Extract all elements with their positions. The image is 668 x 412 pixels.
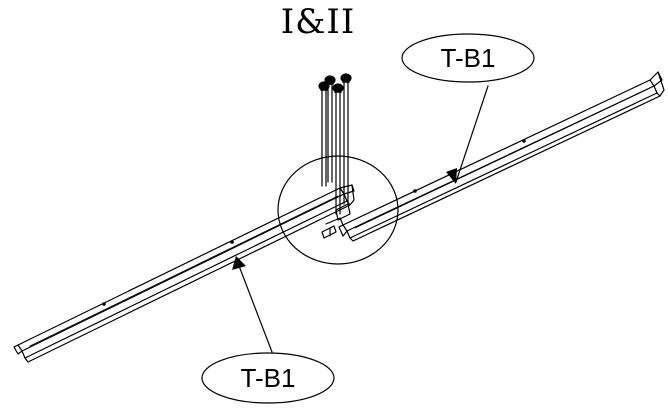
callout-bottom-label: T-B1 (241, 363, 296, 393)
callout-bottom (201, 352, 335, 404)
callout-top (401, 33, 535, 83)
joint-connector (321, 203, 351, 239)
screws (318, 73, 352, 215)
callout-top-label: T-B1 (441, 43, 496, 73)
upper-rail (338, 71, 665, 242)
leader-lines (232, 85, 489, 353)
detail-circle (277, 155, 399, 265)
diagram-title: I&II (280, 2, 356, 42)
lower-rail (13, 184, 355, 363)
